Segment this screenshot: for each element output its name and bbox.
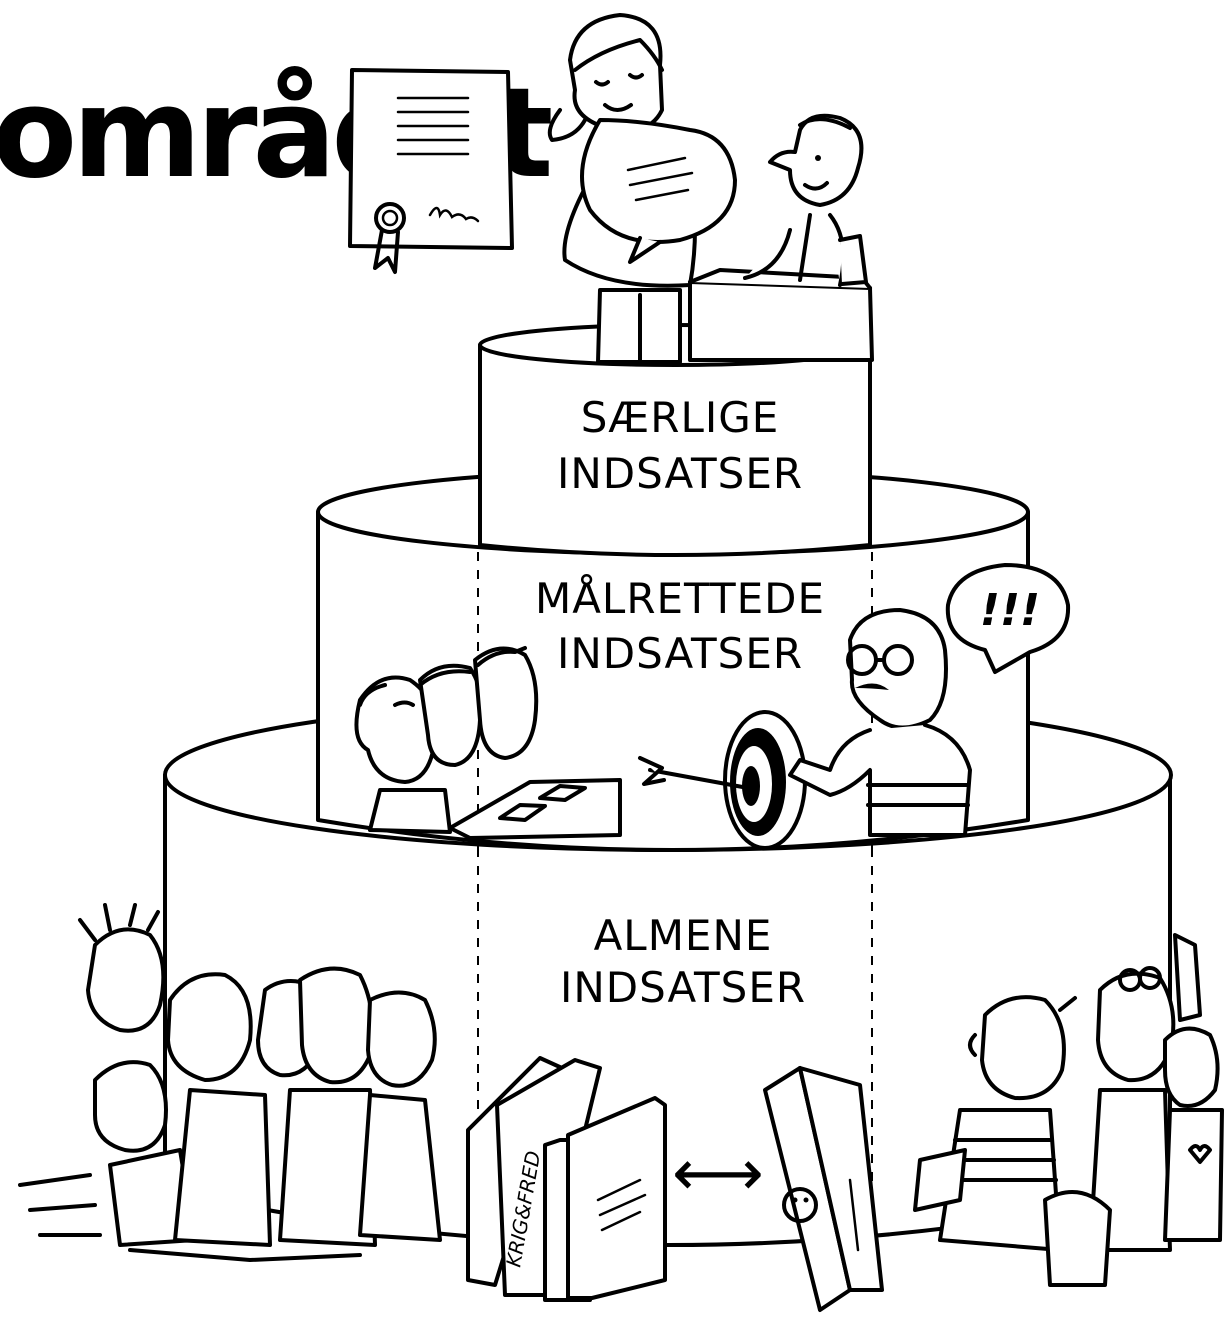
tier-label-middle: MÅLRETTEDE INDSATSER: [535, 573, 825, 678]
tier-label-middle-line1: MÅLRETTEDE: [535, 573, 825, 623]
tier-label-top-line1: SÆRLIGE: [581, 393, 780, 442]
tier-label-bottom-line1: ALMENE: [594, 911, 773, 960]
student-at-desk: [688, 113, 874, 362]
teacher-figure: [547, 13, 737, 364]
books-icon: KRIG&FRED: [466, 1056, 884, 1312]
left-children-group: [18, 903, 442, 1262]
people-group-icon: [354, 646, 622, 840]
tier-label-middle-line2: INDSATSER: [557, 629, 803, 678]
tier-top: [478, 323, 872, 557]
tier-label-bottom-line2: INDSATSER: [560, 963, 806, 1012]
book-exchange-arrow: ⟷: [672, 1137, 764, 1211]
teacher-with-target: [788, 608, 972, 837]
tier-label-top-line2: INDSATSER: [557, 449, 803, 498]
target-icon: [723, 710, 807, 850]
right-children-group: [913, 933, 1224, 1287]
certificate-icon: [348, 68, 514, 274]
speech-bubble-icon: !!!: [945, 563, 1071, 674]
arrow-icon: [638, 756, 750, 790]
tier-label-bottom: ALMENE INDSATSER: [560, 911, 806, 1012]
speech-bubble-text: !!!: [980, 585, 1040, 636]
tier-label-top: SÆRLIGE INDSATSER: [557, 393, 803, 498]
